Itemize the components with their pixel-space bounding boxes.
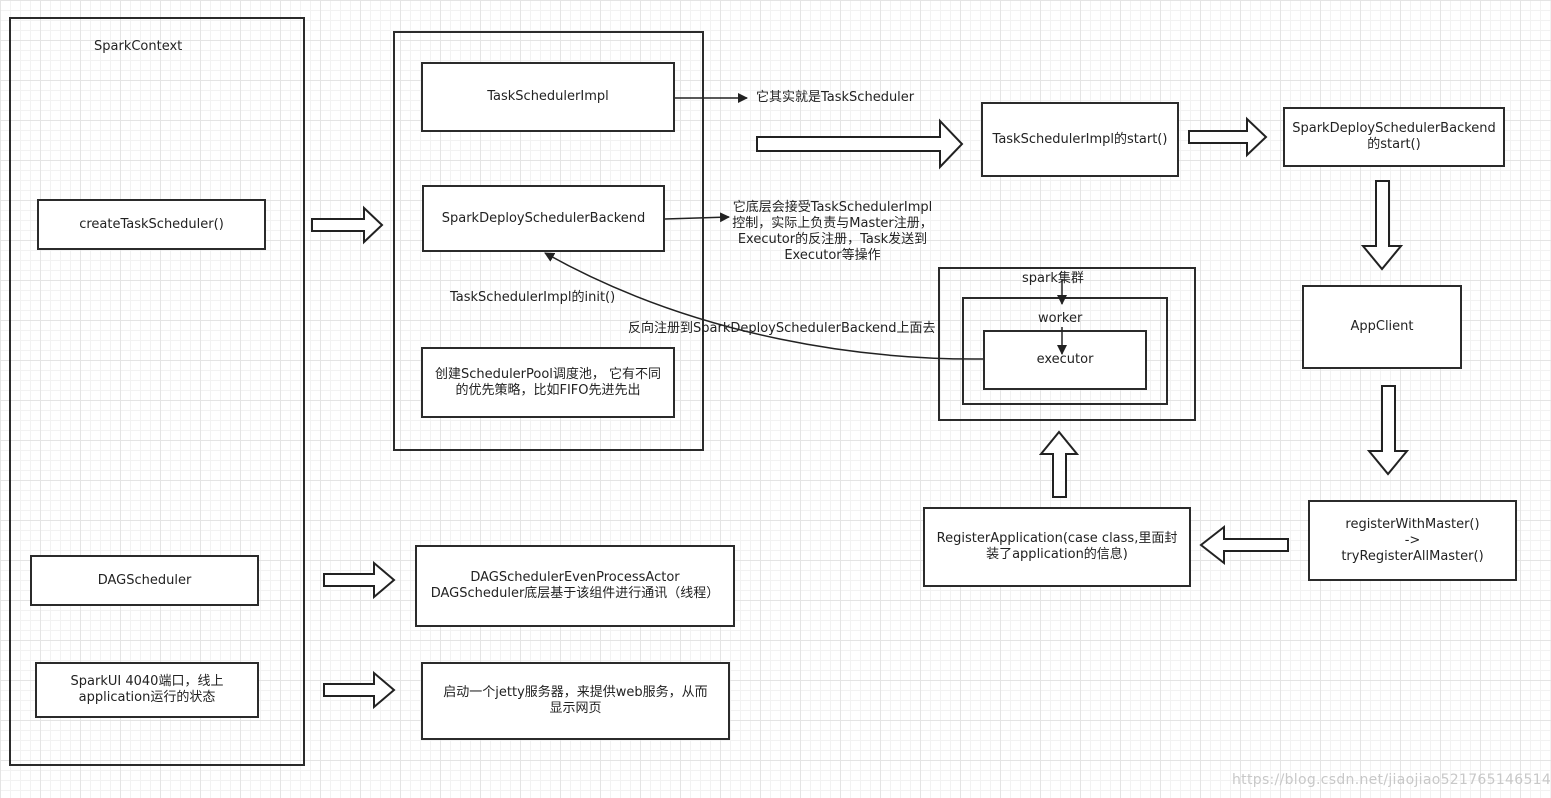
deploy-backend-label: SparkDeploySchedulerBackend [441, 210, 646, 226]
spark-context-title: SparkContext [94, 39, 183, 54]
dag-actor-label: DAGSchedulerEvenProcessActor DAGSchedule… [430, 570, 720, 601]
register-with-master-box: registerWithMaster() -> tryRegisterAllMa… [1308, 500, 1517, 581]
scheduler-pool-box: 创建SchedulerPool调度池， 它有不同的优先策略，比如FIFO先进先出 [421, 347, 675, 418]
dag-scheduler-label: DAGScheduler [97, 572, 192, 588]
block-arrow-to-jetty [323, 670, 396, 710]
init-label: TaskSchedulerImpl的init() [450, 290, 616, 305]
create-task-scheduler-label: createTaskScheduler() [79, 216, 224, 232]
task-scheduler-note: 它其实就是TaskScheduler [756, 90, 915, 105]
spark-ui-label: SparkUI 4040端口，线上application运行的状态 [70, 674, 224, 705]
executor-label: executor [1036, 352, 1094, 367]
backend-start-box: SparkDeploySchedulerBackend的start() [1283, 107, 1505, 167]
jetty-box: 启动一个jetty服务器，来提供web服务，从而显示网页 [421, 662, 730, 740]
spark-ui-box: SparkUI 4040端口，线上application运行的状态 [35, 662, 259, 718]
watermark: https://blog.csdn.net/jiaojiao5217651465… [1232, 772, 1551, 788]
reverse-register-label: 反向注册到SparkDeploySchedulerBackend上面去 [628, 321, 936, 336]
register-application-box: RegisterApplication(case class,里面封装了appl… [923, 507, 1191, 587]
executor-box: executor [983, 330, 1147, 390]
create-task-scheduler-box: createTaskScheduler() [37, 199, 266, 250]
worker-label: worker [1038, 311, 1083, 326]
impl-start-label: TaskSchedulerImpl的start() [992, 131, 1168, 147]
block-arrow-to-app-client [1360, 180, 1404, 271]
dag-scheduler-box: DAGScheduler [30, 555, 259, 606]
scheduler-pool-label: 创建SchedulerPool调度池， 它有不同的优先策略，比如FIFO先进先出 [434, 366, 662, 398]
impl-start-box: TaskSchedulerImpl的start() [981, 102, 1179, 177]
block-arrow-to-cluster [1038, 430, 1080, 498]
spark-context-container [9, 17, 305, 766]
curve-reverse-register [544, 252, 984, 360]
spark-cluster-title: spark集群 [1022, 271, 1084, 286]
block-arrow-to-dag-actor [323, 560, 396, 600]
task-scheduler-container [393, 31, 704, 451]
task-scheduler-impl-label: TaskSchedulerImpl [487, 89, 609, 104]
register-application-label: RegisterApplication(case class,里面封装了appl… [936, 531, 1178, 562]
block-arrow-to-impl-start [756, 118, 964, 170]
task-scheduler-impl-box: TaskSchedulerImpl [421, 62, 675, 132]
app-client-box: AppClient [1302, 285, 1462, 369]
backend-note: 它底层会接受TaskSchedulerImpl控制，实际上负责与Master注册… [732, 200, 933, 263]
spark-cluster-box [938, 267, 1196, 421]
block-arrow-to-register-master [1366, 385, 1410, 476]
register-with-master-label: registerWithMaster() -> tryRegisterAllMa… [1341, 516, 1484, 564]
dag-actor-box: DAGSchedulerEvenProcessActor DAGSchedule… [415, 545, 735, 627]
block-arrow-create-to-group [311, 205, 384, 245]
app-client-label: AppClient [1350, 319, 1414, 334]
jetty-label: 启动一个jetty服务器，来提供web服务，从而显示网页 [443, 685, 708, 716]
deploy-backend-box: SparkDeploySchedulerBackend [422, 185, 665, 252]
block-arrow-to-register-app [1199, 524, 1289, 566]
backend-start-label: SparkDeploySchedulerBackend的start() [1292, 121, 1496, 152]
block-arrow-to-backend-start [1188, 116, 1268, 158]
line-backend-to-note [664, 212, 730, 223]
